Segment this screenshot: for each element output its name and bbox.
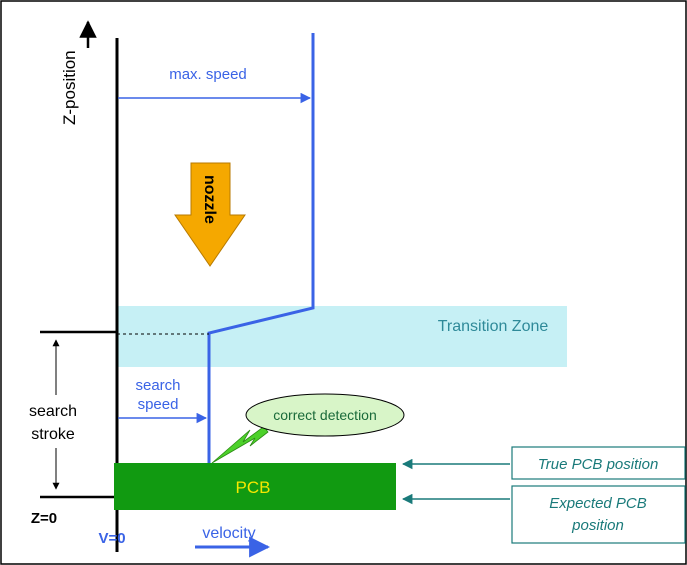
correct-detection-bubble [245, 393, 405, 437]
search-stroke-label-line2: stroke [31, 426, 75, 443]
true-pcb-callout-box [511, 446, 686, 480]
z-zero-label: Z=0 [31, 510, 57, 527]
search-stroke-label-line1: search [29, 403, 77, 420]
max-speed-label: max. speed [169, 66, 247, 83]
transition-zone [117, 306, 567, 367]
expected-pcb-callout-line1: Expected PCB [549, 495, 647, 512]
search-speed-label-line2: speed [138, 396, 179, 413]
z-position-label-group: Z-position [60, 20, 97, 125]
speed-profile-line [207, 33, 315, 463]
true-pcb-callout-label: True PCB position [538, 456, 659, 473]
transition-zone-label: Transition Zone [438, 318, 549, 335]
z-position-label: Z-position [60, 50, 79, 125]
pcb-board [114, 463, 396, 510]
nozzle-arrow: nozzle [174, 162, 246, 267]
nozzle-label: nozzle [201, 175, 218, 224]
search-speed-label-line1: search [135, 377, 180, 394]
expected-pcb-callout-box [511, 485, 686, 544]
v-zero-label: V=0 [98, 530, 125, 547]
expected-pcb-callout-line2: position [571, 517, 624, 534]
pcb-label: PCB [236, 478, 271, 497]
correct-detection-label: correct detection [273, 407, 377, 423]
velocity-label: velocity [202, 525, 255, 542]
